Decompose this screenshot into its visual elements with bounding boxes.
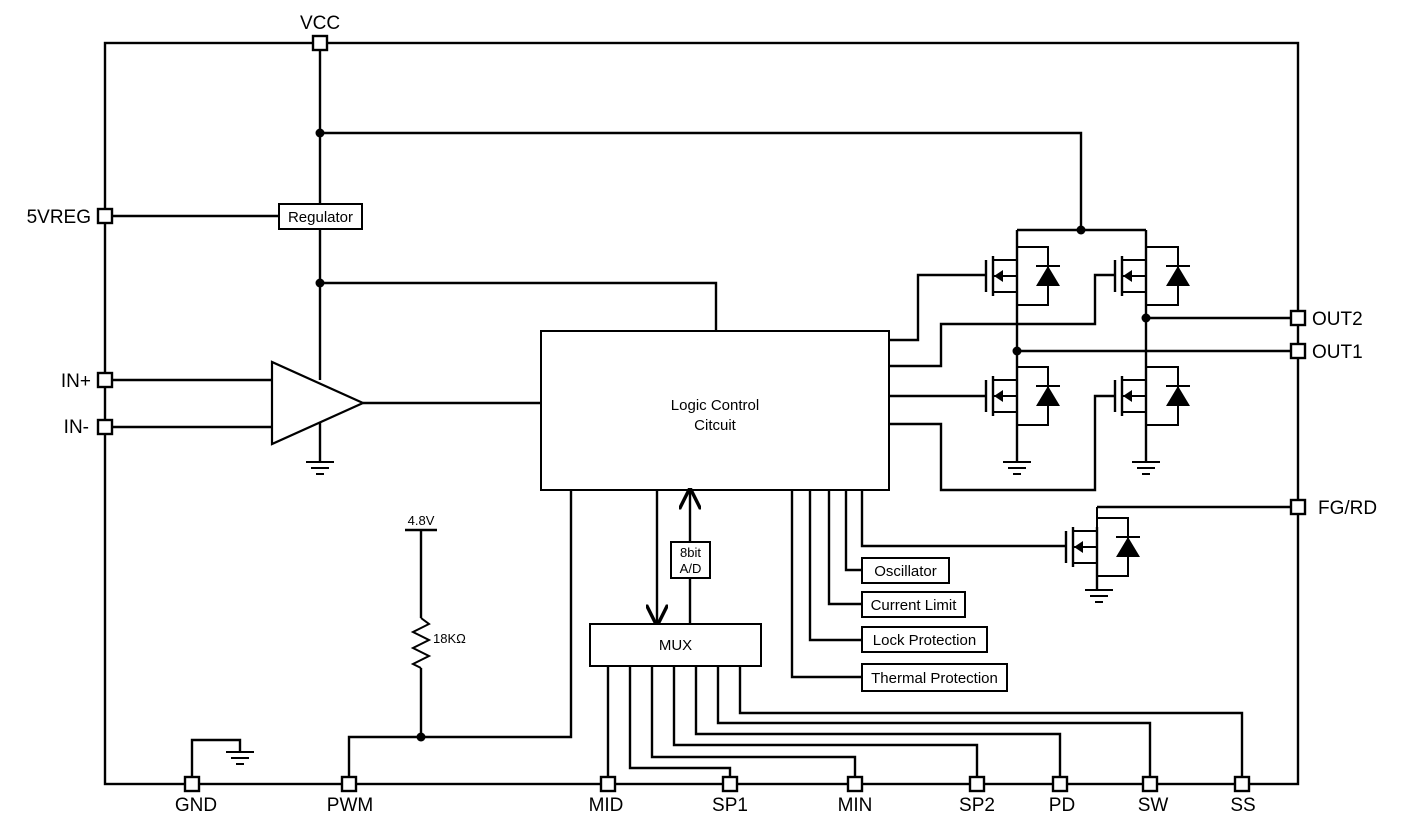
regulator-label: Regulator [288,209,353,226]
pin-mid [599,775,617,793]
adc-label-line2: A/D [680,561,702,576]
pin-5vreg [96,207,114,225]
adc-label-line1: 8bit [680,545,701,560]
pin-in-plus [96,371,114,389]
out2-label: OUT2 [1312,309,1363,330]
pin-pwm [340,775,358,793]
comparator [105,360,541,475]
pin-ss [1233,775,1251,793]
pd-label: PD [1049,795,1075,816]
mosfet-q2 [889,246,1190,368]
protection-blocks: Oscillator Current Limit Lock Protection… [790,490,1008,692]
in-minus-label: IN- [64,417,89,438]
ss-label: SS [1230,795,1255,816]
logic-label-line1: Logic Control [671,397,759,414]
pin-labels: VCC 5VREG IN+ IN- OUT2 OUT1 FG/RD GND PW… [27,13,1378,816]
mosfet-q1 [889,246,1060,342]
pwm-label: PWM [327,795,373,816]
mosfet-fg [860,490,1298,603]
sp1-label: SP1 [712,795,748,816]
5vreg-label: 5VREG [27,207,91,228]
mosfet-q4 [889,366,1190,492]
pin-pd [1051,775,1069,793]
oscillator-label: Oscillator [874,563,937,580]
pin-sp2 [968,775,986,793]
mux-inputs [606,666,1244,784]
lock-protection-label: Lock Protection [873,632,976,649]
voltage-label: 4.8V [408,513,435,528]
in-plus-label: IN+ [61,371,91,392]
mux-label: MUX [659,637,692,654]
out1-label: OUT1 [1312,342,1363,363]
vcc-label: VCC [300,13,340,34]
h-bridge [1003,225,1298,475]
pwm-network: 4.8V 18KΩ [347,490,573,784]
mux-adc: 8bit A/D MUX [589,490,762,667]
pin-min [846,775,864,793]
logic-label-line2: Citcuit [694,417,737,434]
sp2-label: SP2 [959,795,995,816]
thermal-protection-label: Thermal Protection [871,670,998,687]
current-limit-label: Current Limit [871,597,958,614]
pin-in-minus [96,418,114,436]
sw-label: SW [1138,795,1169,816]
pin-out2 [1289,309,1307,327]
pin-gnd [183,775,201,793]
gnd-label: GND [175,795,217,816]
min-label: MIN [838,795,873,816]
mosfet-q3 [889,366,1060,426]
chip-outline [103,41,1300,786]
vcc-rail [105,43,1083,380]
pin-fg-rd [1289,498,1307,516]
pin-sw [1141,775,1159,793]
pin-squares [96,34,1307,793]
mid-label: MID [589,795,624,816]
pin-sp1 [721,775,739,793]
gnd-connection [190,738,254,784]
pin-vcc [311,34,329,52]
regulator-block: Regulator [278,203,363,230]
resistor-label: 18KΩ [433,631,466,646]
logic-control-block: Logic Control Citcuit [540,330,890,491]
fg-rd-label: FG/RD [1318,498,1377,519]
pin-out1 [1289,342,1307,360]
